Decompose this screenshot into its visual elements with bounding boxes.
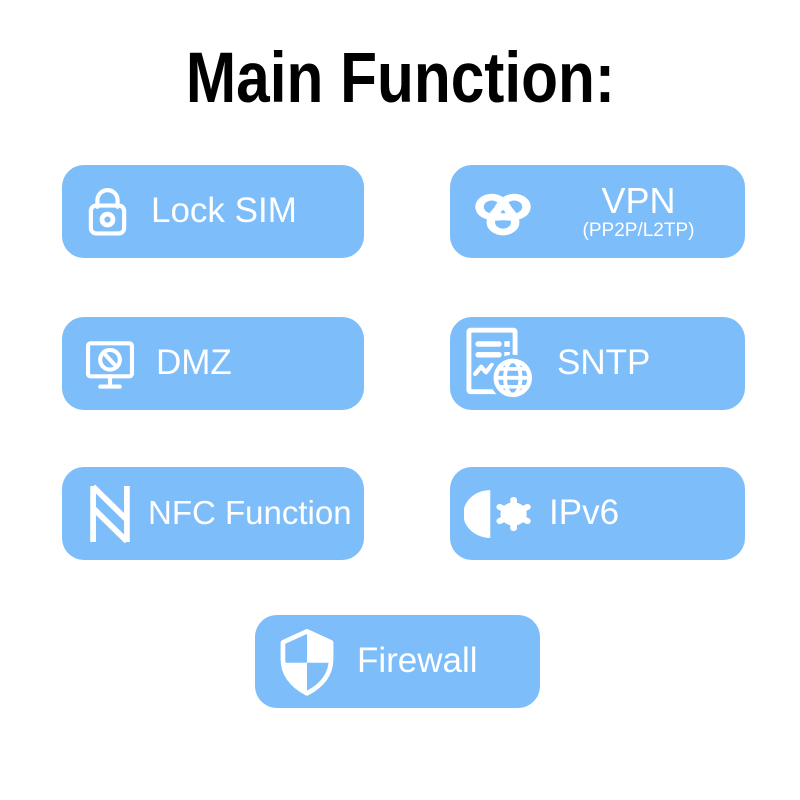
feature-badge-dmz: DMZ bbox=[62, 317, 364, 410]
shield-icon bbox=[272, 625, 342, 699]
feature-sublabel: (PP2P/L2TP) bbox=[582, 219, 695, 241]
half-circle-gear-icon bbox=[464, 483, 534, 545]
nfc-icon bbox=[84, 482, 136, 546]
page-title-text: Main Function: bbox=[185, 39, 615, 118]
feature-label: IPv6 bbox=[549, 493, 620, 533]
document-globe-icon bbox=[462, 327, 542, 401]
feature-label: SNTP bbox=[557, 343, 651, 383]
feature-badge-firewall: Firewall bbox=[255, 615, 540, 708]
feature-label: DMZ bbox=[156, 343, 232, 383]
page-title: Main Function: bbox=[0, 43, 800, 114]
feature-label: NFC Function bbox=[148, 494, 352, 532]
feature-label: Firewall bbox=[357, 641, 478, 681]
feature-label: Lock SIM bbox=[151, 191, 297, 231]
feature-badge-nfc: NFC Function bbox=[62, 467, 364, 560]
feature-label-group: VPN (PP2P/L2TP) bbox=[542, 179, 735, 242]
feature-badge-vpn: VPN (PP2P/L2TP) bbox=[450, 165, 745, 258]
feature-badge-ipv6: IPv6 bbox=[450, 467, 745, 560]
feature-badge-lock-sim: Lock SIM bbox=[62, 165, 364, 258]
feature-label: VPN bbox=[601, 179, 676, 221]
lock-icon bbox=[79, 183, 136, 240]
monitor-block-icon bbox=[79, 333, 141, 395]
vpn-knot-icon bbox=[464, 181, 542, 243]
feature-badge-sntp: SNTP bbox=[450, 317, 745, 410]
